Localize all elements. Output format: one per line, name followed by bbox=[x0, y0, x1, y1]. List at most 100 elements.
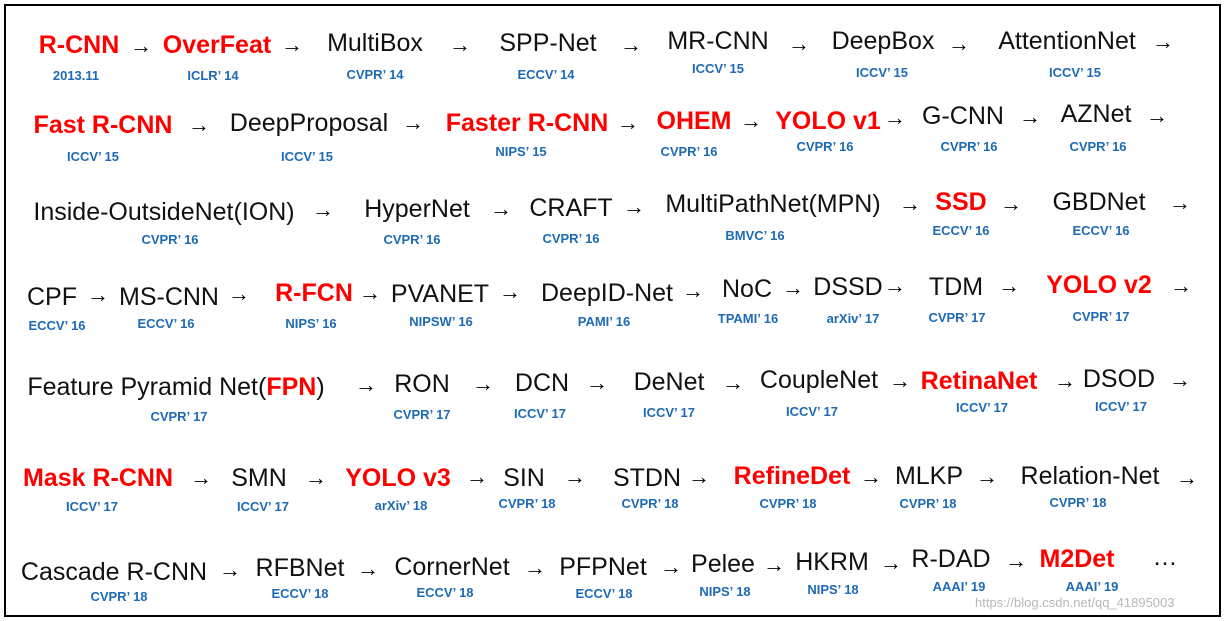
venue-label: CVPR’ 18 bbox=[1049, 495, 1107, 510]
method-name: DeepBox bbox=[831, 27, 935, 55]
venue-label: NIPS’ 15 bbox=[495, 144, 547, 159]
method-name: AZNet bbox=[1060, 100, 1132, 128]
arrow-icon: → bbox=[1054, 368, 1076, 393]
venue-label: CVPR’ 17 bbox=[1072, 309, 1130, 324]
arrow-icon: → bbox=[130, 33, 152, 58]
venue-label: ICCV’ 17 bbox=[955, 400, 1009, 415]
arrow-icon: → bbox=[976, 464, 998, 489]
method-name: MultiBox bbox=[327, 29, 423, 57]
venue-label: CVPR’ 17 bbox=[150, 409, 208, 424]
arrow-icon: → bbox=[1170, 273, 1192, 298]
method-name: MultiPathNet(MPN) bbox=[665, 190, 881, 218]
arrow-icon: → bbox=[1005, 548, 1027, 573]
method-name: PVANET bbox=[390, 280, 490, 308]
venue-label: CVPR’ 18 bbox=[899, 496, 957, 511]
venue-label: CVPR’ 17 bbox=[393, 407, 451, 422]
method-name: SPP-Net bbox=[499, 29, 597, 57]
venue-label: PAMI’ 16 bbox=[577, 314, 631, 329]
method-name: G-CNN bbox=[922, 102, 1004, 130]
venue-label: ICCV’ 15 bbox=[66, 149, 120, 164]
venue-label: CVPR’ 16 bbox=[542, 231, 600, 246]
method-name: PFPNet bbox=[559, 553, 647, 581]
ellipsis: … bbox=[1152, 543, 1178, 571]
arrow-icon: → bbox=[1169, 367, 1191, 392]
method-name: RFBNet bbox=[255, 554, 345, 582]
method-name: DSOD bbox=[1082, 365, 1156, 393]
method-name: OverFeat bbox=[162, 31, 272, 59]
venue-label: ECCV’ 14 bbox=[517, 67, 575, 82]
method-name: Fast R-CNN bbox=[33, 111, 173, 139]
arrow-icon: → bbox=[880, 550, 902, 575]
arrow-icon: → bbox=[740, 108, 762, 133]
venue-label: ECCV’ 16 bbox=[1072, 223, 1130, 238]
arrow-icon: → bbox=[188, 112, 210, 137]
arrow-icon: → bbox=[490, 196, 512, 221]
method-name: RefineDet bbox=[733, 462, 851, 490]
arrow-icon: → bbox=[564, 464, 586, 489]
arrow-icon: → bbox=[305, 465, 327, 490]
arrow-icon: → bbox=[617, 110, 639, 135]
arrow-icon: → bbox=[899, 191, 921, 216]
arrow-icon: → bbox=[281, 32, 303, 57]
arrow-icon: → bbox=[998, 273, 1020, 298]
arrow-icon: → bbox=[682, 278, 704, 303]
method-name: YOLO v2 bbox=[1046, 271, 1152, 299]
method-name: DSSD bbox=[813, 273, 883, 301]
arrow-icon: → bbox=[359, 280, 381, 305]
arrow-icon: → bbox=[1000, 191, 1022, 216]
method-name: TDM bbox=[928, 273, 984, 301]
arrow-icon: → bbox=[499, 279, 521, 304]
venue-label: ECCV’ 18 bbox=[271, 586, 329, 601]
venue-label: CVPR’ 16 bbox=[796, 139, 854, 154]
method-name: HKRM bbox=[795, 548, 869, 576]
arrow-icon: → bbox=[1169, 190, 1191, 215]
method-name: DeNet bbox=[633, 368, 705, 396]
method-name: R-FCN bbox=[275, 279, 353, 307]
arrow-icon: → bbox=[524, 555, 546, 580]
method-name: RON bbox=[394, 370, 450, 398]
arrow-icon: → bbox=[1146, 103, 1168, 128]
venue-label: ICCV’ 17 bbox=[236, 499, 290, 514]
method-name: DCN bbox=[514, 369, 570, 397]
arrow-icon: → bbox=[357, 556, 379, 581]
venue-label: ECCV’ 18 bbox=[575, 586, 633, 601]
arrow-icon: → bbox=[472, 371, 494, 396]
method-name: MS-CNN bbox=[119, 283, 219, 311]
venue-label: BMVC’ 16 bbox=[725, 228, 785, 243]
venue-label: NIPS’ 16 bbox=[285, 316, 337, 331]
arrow-icon: → bbox=[688, 464, 710, 489]
venue-label: NIPS’ 18 bbox=[699, 584, 751, 599]
arrow-icon: → bbox=[948, 31, 970, 56]
arrow-icon: → bbox=[623, 194, 645, 219]
arrow-icon: → bbox=[884, 273, 906, 298]
arrow-icon: → bbox=[190, 465, 212, 490]
method-name: DeepProposal bbox=[229, 109, 389, 137]
method-name: OHEM bbox=[656, 107, 732, 135]
arrow-icon: → bbox=[884, 105, 906, 130]
method-name-highlight: FPN bbox=[266, 373, 317, 401]
arrow-icon: → bbox=[1176, 465, 1198, 490]
arrow-icon: → bbox=[586, 370, 608, 395]
arrow-icon: → bbox=[1019, 104, 1041, 129]
venue-label: ECCV’ 16 bbox=[137, 316, 195, 331]
venue-label: ICCV’ 17 bbox=[1094, 399, 1148, 414]
venue-label: NIPSW’ 16 bbox=[409, 314, 473, 329]
method-name: YOLO v3 bbox=[345, 464, 451, 492]
venue-label: CVPR’ 16 bbox=[1069, 139, 1127, 154]
venue-label: CVPR’ 18 bbox=[90, 589, 148, 604]
venue-label: CVPR’ 16 bbox=[940, 139, 998, 154]
arrow-icon: → bbox=[788, 31, 810, 56]
arrow-icon: → bbox=[466, 464, 488, 489]
arrow-icon: → bbox=[402, 110, 424, 135]
venue-label: arXiv’ 17 bbox=[826, 311, 880, 326]
method-name: Pelee bbox=[691, 550, 755, 578]
method-name: SMN bbox=[231, 464, 287, 492]
arrow-icon: → bbox=[1152, 29, 1174, 54]
arrow-icon: → bbox=[860, 464, 882, 489]
method-name-fpn: Feature Pyramid Net(FPN) bbox=[27, 375, 324, 400]
method-name: SSD bbox=[935, 188, 987, 216]
method-name-part: ) bbox=[316, 373, 325, 401]
method-name: CPF bbox=[27, 283, 77, 311]
method-name: MLKP bbox=[894, 462, 964, 490]
venue-label: ICCV’ 17 bbox=[65, 499, 119, 514]
